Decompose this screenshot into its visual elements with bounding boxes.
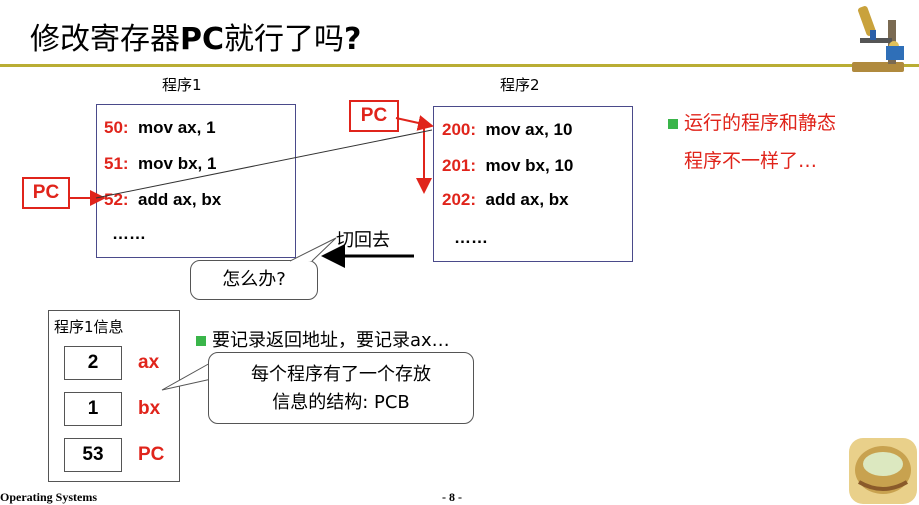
pc-top-arrow bbox=[395, 115, 434, 131]
microscope-icon bbox=[852, 6, 904, 72]
program1-box bbox=[96, 104, 296, 258]
note-line-1: 运行的程序和静态 bbox=[668, 108, 836, 135]
bullet-square-icon bbox=[668, 118, 678, 129]
program2-line-3: 202: add ax, bx bbox=[442, 190, 569, 209]
callout-pointer-icon bbox=[290, 237, 337, 262]
register-bx-value: 1 bbox=[64, 392, 122, 426]
jump-line bbox=[95, 129, 433, 199]
pc-register-left: PC bbox=[22, 177, 70, 209]
program2-label: 程序2 bbox=[500, 76, 540, 94]
program2-line-2: 201: mov bx, 10 bbox=[442, 156, 574, 175]
note-line-2: 程序不一样了… bbox=[684, 150, 818, 172]
page-title: 修改寄存器PC就行了吗? bbox=[30, 22, 362, 57]
pc-register-top: PC bbox=[349, 100, 399, 132]
program2-ellipsis: …… bbox=[454, 228, 488, 247]
register-pc-name: PC bbox=[138, 444, 165, 465]
info-panel-title: 程序1信息 bbox=[54, 318, 124, 336]
program1-line-1: 50: mov ax, 1 bbox=[104, 118, 216, 137]
switch-back-label: 切回去 bbox=[336, 230, 390, 251]
page-number: - 8 - bbox=[442, 490, 462, 504]
bullet-square-icon bbox=[196, 336, 206, 346]
pcb-callout: 每个程序有了一个存放 信息的结构: PCB bbox=[208, 352, 474, 424]
program1-ellipsis: …… bbox=[112, 224, 146, 243]
program2-line-1: 200: mov ax, 10 bbox=[442, 120, 573, 139]
program1-line-2: 51: mov bx, 1 bbox=[104, 154, 217, 173]
footer-left: Operating Systems bbox=[0, 490, 97, 504]
bullet-record: 要记录返回地址，要记录ax… bbox=[196, 326, 450, 352]
book-cover-icon bbox=[849, 438, 917, 504]
program1-label: 程序1 bbox=[162, 76, 202, 94]
register-bx-name: bx bbox=[138, 398, 161, 419]
register-pc-value: 53 bbox=[64, 438, 122, 472]
question-callout: 怎么办? bbox=[190, 260, 318, 300]
title-divider bbox=[0, 64, 919, 67]
pcb-callout-pointer-icon bbox=[161, 361, 217, 391]
register-ax-name: ax bbox=[138, 352, 160, 373]
register-ax-value: 2 bbox=[64, 346, 122, 380]
program2-box bbox=[433, 106, 633, 262]
